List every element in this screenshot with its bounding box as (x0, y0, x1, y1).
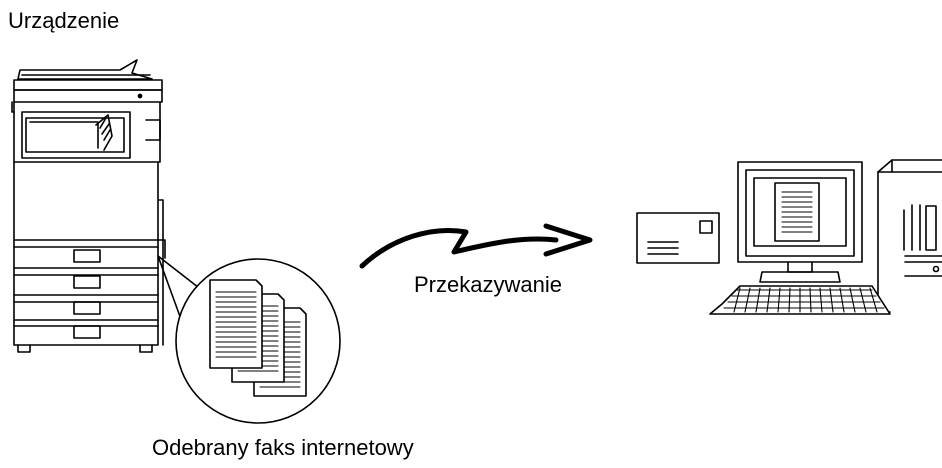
forward-arrow-icon (359, 223, 593, 269)
forwarding-label: Przekazywanie (414, 272, 562, 297)
device-label: Urządzenie (8, 8, 120, 33)
mfp-printer-icon (11, 59, 166, 353)
received-fax-label: Odebrany faks internetowy (152, 435, 414, 460)
document-stack-icon (175, 258, 341, 424)
callout-lines (157, 255, 204, 323)
envelope-icon (636, 212, 720, 264)
desktop-computer-icon (709, 159, 942, 315)
